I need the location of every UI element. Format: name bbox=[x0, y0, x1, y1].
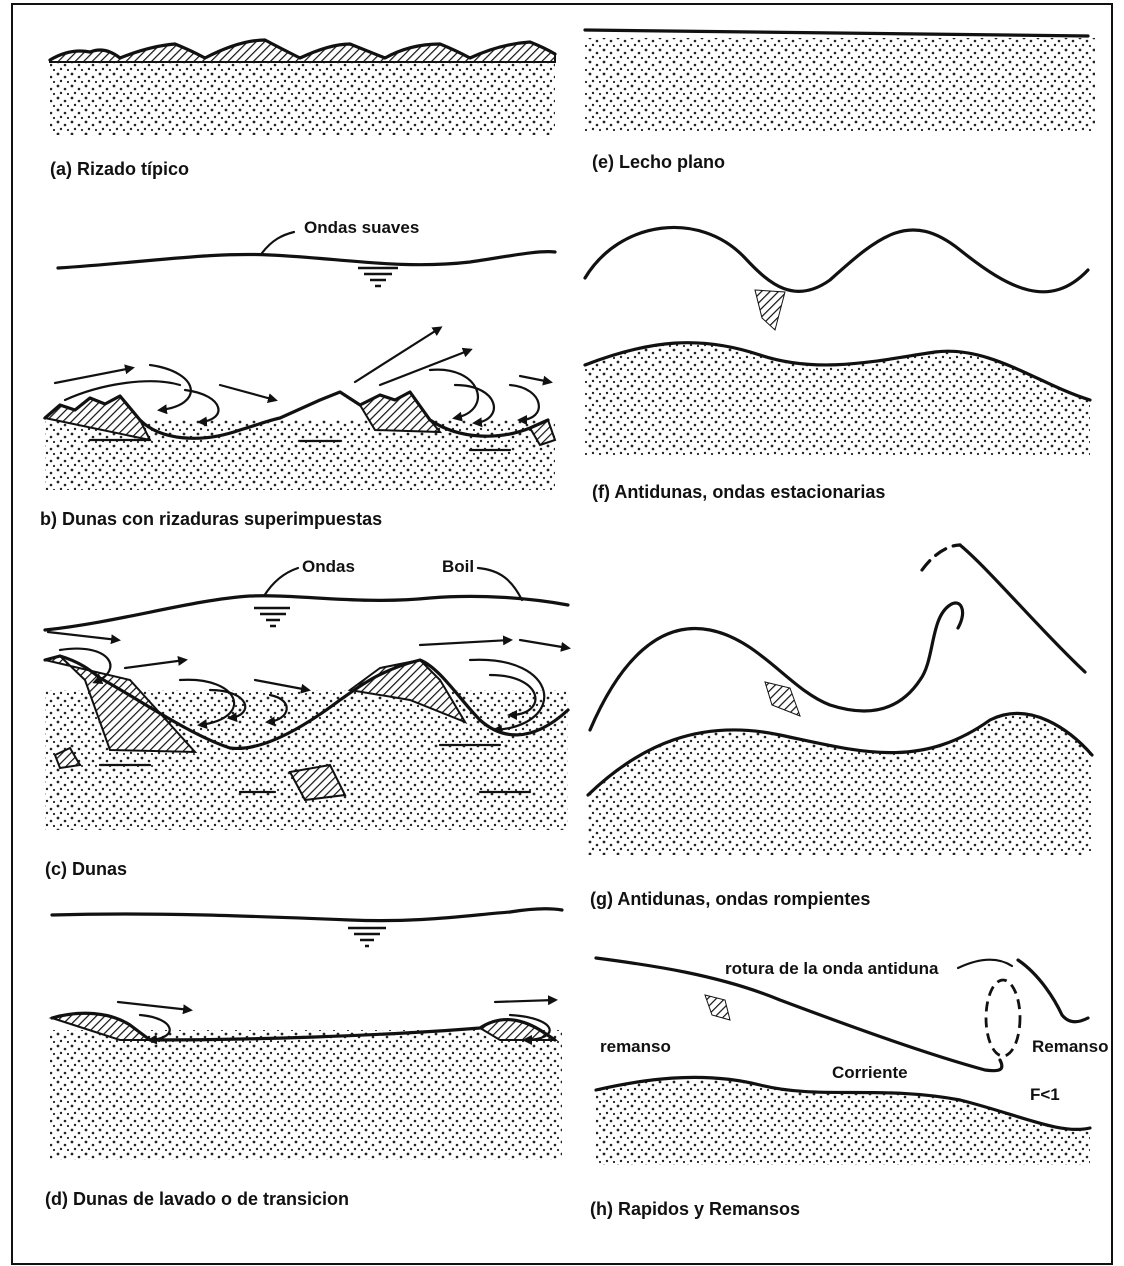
label-rotura: rotura de la onda antiduna bbox=[725, 959, 939, 978]
panel-a-typical-ripples bbox=[50, 40, 555, 135]
caption-g: (g) Antidunas, ondas rompientes bbox=[590, 889, 870, 909]
caption-d: (d) Dunas de lavado o de transicion bbox=[45, 1189, 349, 1209]
label-remanso-right: Remanso bbox=[1032, 1037, 1109, 1056]
panel-h-rapids-and-pools bbox=[596, 958, 1090, 1165]
water-surface-g-right bbox=[960, 545, 1085, 672]
water-level-symbol-d bbox=[348, 928, 386, 946]
caption-c: (c) Dunas bbox=[45, 859, 127, 879]
panel-d-washed-dunes bbox=[50, 909, 562, 1160]
water-surface-g bbox=[590, 603, 963, 730]
label-ondas: Ondas bbox=[302, 557, 355, 576]
caption-b: b) Dunas con rizaduras superimpuestas bbox=[40, 509, 382, 529]
panel-e-plane-bed bbox=[585, 30, 1095, 132]
label-remanso-left: remanso bbox=[600, 1037, 671, 1056]
leader-rotura bbox=[958, 960, 1012, 968]
water-surface-d bbox=[52, 909, 562, 921]
panel-c-dunes bbox=[45, 568, 568, 830]
panel-f-standing-antidunes bbox=[585, 227, 1090, 455]
water-surface-b bbox=[58, 252, 555, 268]
water-level-symbol-b bbox=[358, 268, 398, 286]
hydraulic-jump-roller bbox=[986, 980, 1020, 1056]
caption-a: (a) Rizado típico bbox=[50, 159, 189, 179]
label-boil: Boil bbox=[442, 557, 474, 576]
water-surface-h-right bbox=[1018, 960, 1088, 1022]
water-level-symbol-c bbox=[254, 608, 290, 626]
water-surface-f bbox=[585, 227, 1088, 291]
caption-e: (e) Lecho plano bbox=[592, 152, 725, 172]
label-corriente: Corriente bbox=[832, 1063, 908, 1082]
breaking-crest-dashed bbox=[922, 545, 960, 570]
caption-f: (f) Antidunas, ondas estacionarias bbox=[592, 482, 885, 502]
label-froude: F<1 bbox=[1030, 1085, 1060, 1104]
panel-b-dunes-with-ripples bbox=[45, 232, 555, 490]
label-ondas-suaves: Ondas suaves bbox=[304, 218, 419, 237]
water-surface-c bbox=[45, 596, 568, 630]
panel-g-breaking-antidunes bbox=[588, 545, 1092, 855]
caption-h: (h) Rapidos y Remansos bbox=[590, 1199, 800, 1219]
